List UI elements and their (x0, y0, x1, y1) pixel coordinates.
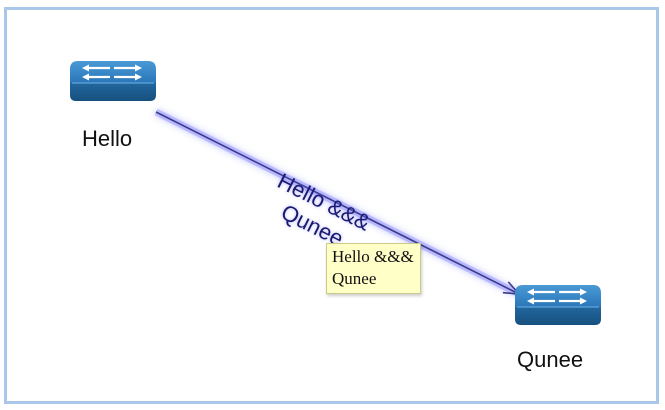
tooltip-line-2: Qunee (332, 269, 377, 288)
node-label-qunee: Qunee (517, 347, 584, 372)
edge-hello-to-qunee[interactable] (154, 108, 519, 298)
tooltip-line-1: Hello &&& (332, 247, 414, 266)
edge-tooltip: Hello &&& Qunee (326, 243, 421, 294)
node-label-hello: Hello (82, 126, 133, 151)
network-switch-icon[interactable] (70, 61, 156, 101)
network-switch-icon[interactable] (515, 285, 601, 325)
